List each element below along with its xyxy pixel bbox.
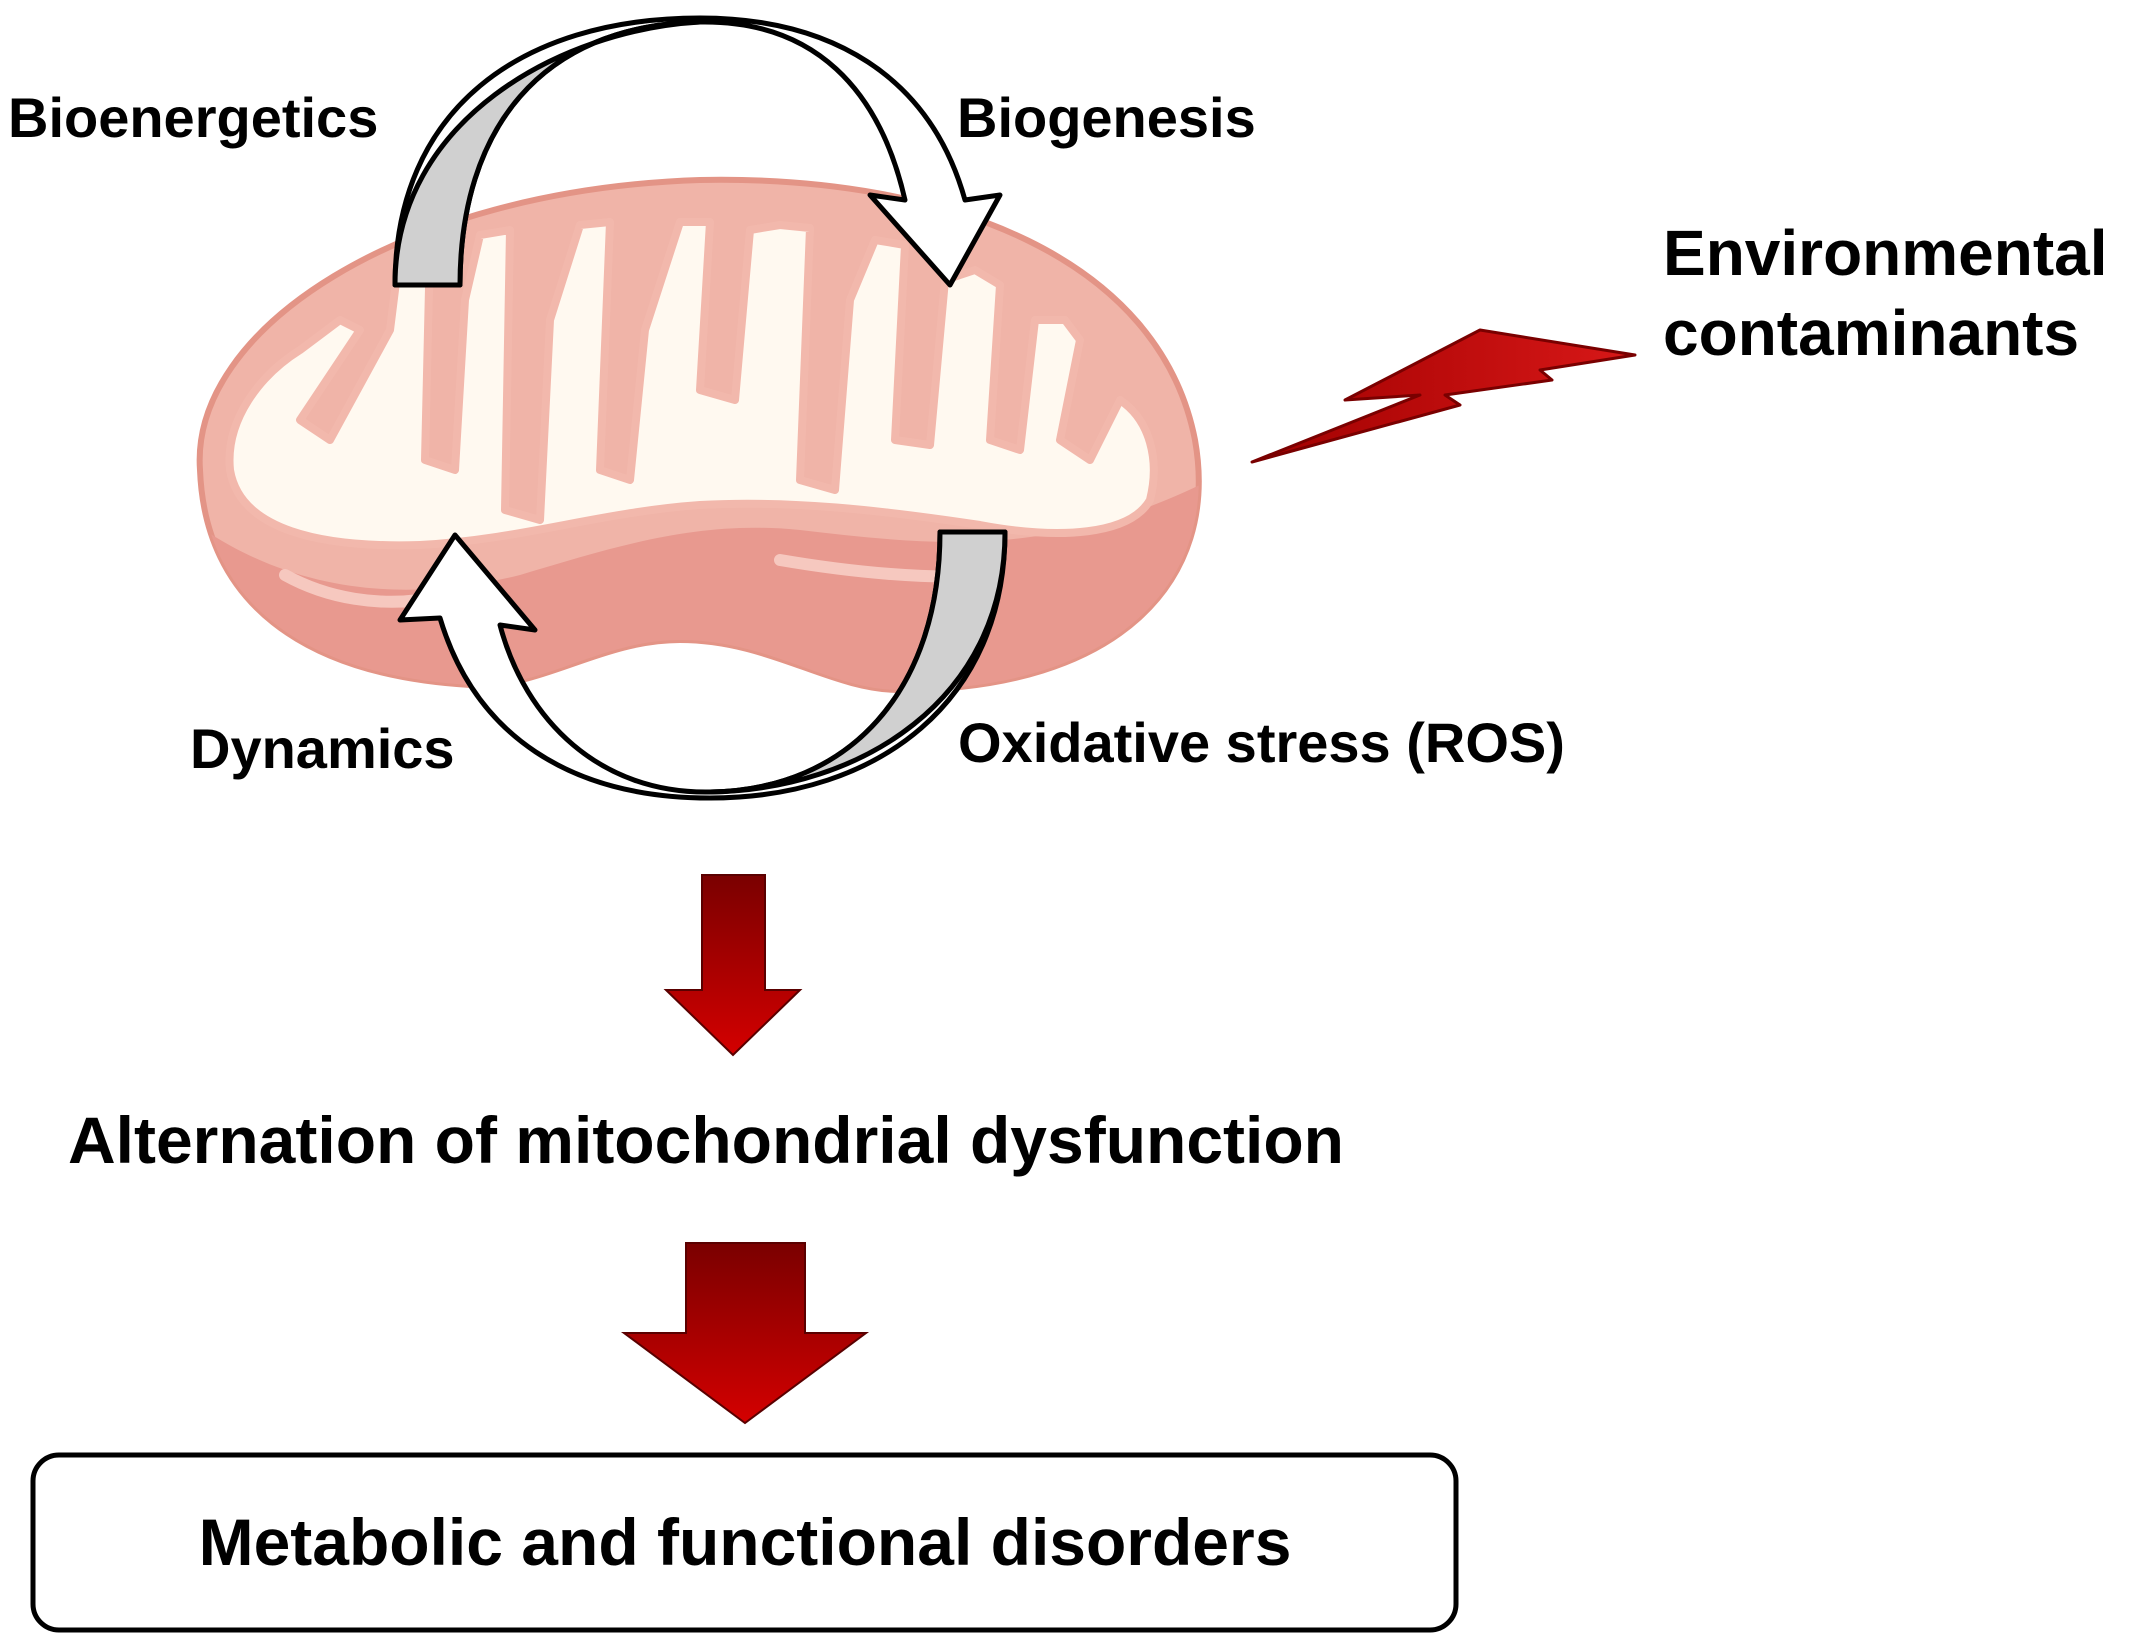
label-dynamics: Dynamics [190,717,455,780]
mito-inner-matrix [225,218,1158,550]
label-biogenesis: Biogenesis [957,86,1256,149]
mito-highlight-left [279,569,426,608]
outcome-box [30,1452,1459,1633]
label-alternation: Alternation of mitochondrial dysfunction [68,1103,1344,1177]
label-oxidative-stress: Oxidative stress (ROS) [958,711,1565,774]
down-arrow-2 [620,1242,870,1425]
label-bioenergetics: Bioenergetics [8,86,378,149]
lightning-bolt-icon [1250,328,1637,464]
label-outcome: Metabolic and functional disorders [199,1505,1292,1579]
cycle-arrow-bottom-gray-tail [707,529,1008,795]
cycle-arrows [392,15,1008,801]
label-contaminants: contaminants [1663,297,2079,369]
label-environmental: Environmental [1663,217,2108,289]
cycle-arrow-top-gray-tail [392,19,703,288]
mitochondrion-illustration [196,176,1202,694]
down-arrow-1 [663,874,803,1057]
